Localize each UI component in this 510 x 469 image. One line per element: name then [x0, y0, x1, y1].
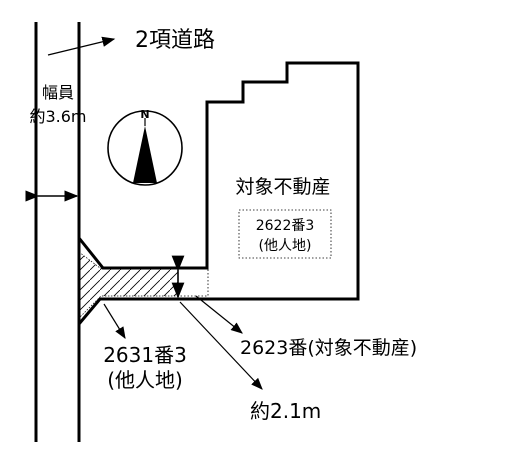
lot-2623-label: 2623番(対象不動産) [240, 337, 417, 359]
road-width-value: 約3.6m [29, 107, 86, 126]
lot-2622-3-label: 2622番3 [256, 218, 315, 234]
leader-setback [179, 301, 263, 390]
subject-property-outline [77, 61, 360, 329]
lot-2622-3-box [238, 209, 332, 259]
setback-distance-label: 約2.1m [250, 399, 321, 423]
leader-2631-3 [103, 303, 126, 340]
lot-2631-3-owner-label: (他人地) [107, 368, 183, 392]
leader-2623 [195, 295, 243, 334]
lot-2631-3-label: 2631番3 [103, 343, 187, 367]
lot-2622-3-owner-label: (他人地) [259, 238, 312, 254]
north-label: N [140, 108, 149, 121]
lot-2623-dotted-area [177, 267, 209, 297]
subject-property-label: 対象不動産 [235, 176, 330, 198]
north-arrow-icon [107, 110, 183, 186]
road-type-arrow [47, 36, 116, 56]
road-width-label: 幅員 [42, 83, 74, 102]
road-type-label: 2項道路 [135, 28, 215, 53]
